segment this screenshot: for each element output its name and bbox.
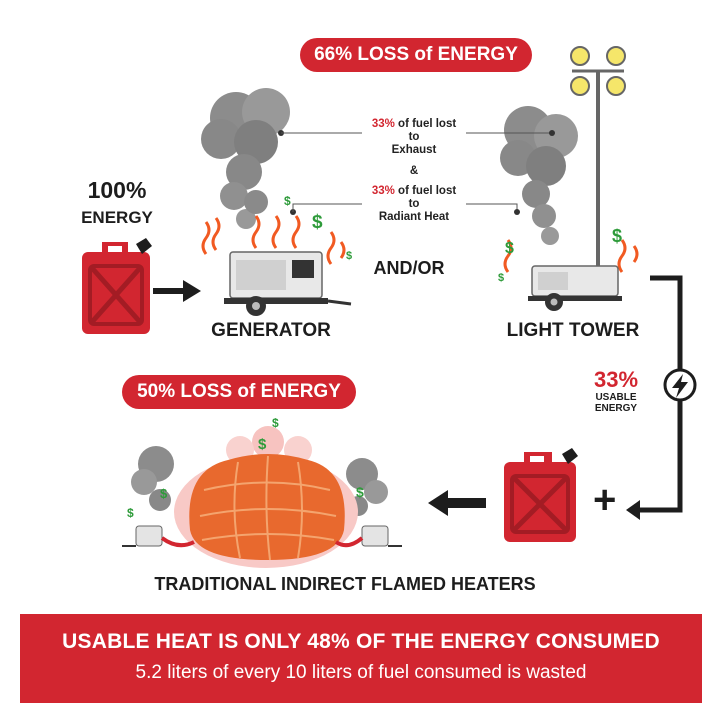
radiant-text: of fuel lost xyxy=(394,185,457,197)
heaters-label: TRADITIONAL INDIRECT FLAMED HEATERS xyxy=(154,574,536,594)
fuel-can-icon xyxy=(82,238,152,334)
top-loss-label: 66% LOSS of ENERGY xyxy=(314,44,518,65)
dollar-icon: $ xyxy=(272,416,279,430)
energy-percent: 100% xyxy=(87,177,147,203)
light-tower-label: LIGHT TOWER xyxy=(506,320,640,341)
arrow-right-icon xyxy=(153,280,201,302)
fuel-can-icon xyxy=(504,448,578,542)
radiant-percent: 33% xyxy=(371,185,395,197)
and-or-label: AND/OR xyxy=(373,258,445,278)
heater-loss-label: 50% LOSS of ENERGY xyxy=(137,381,341,402)
dollar-icon: $ xyxy=(312,212,323,233)
summary-banner: USABLE HEAT IS ONLY 48% OF THE ENERGY CO… xyxy=(20,614,702,703)
radiant-annotation: 33% of fuel lost to Radiant Heat xyxy=(362,185,466,224)
plus-icon: + xyxy=(593,478,617,522)
usable-line2: ENERGY xyxy=(594,403,638,414)
dollar-icon: $ xyxy=(127,506,134,520)
radiant-to: to xyxy=(408,198,420,210)
exhaust-text: of fuel lost xyxy=(394,118,457,130)
dollar-icon: $ xyxy=(612,226,623,246)
top-loss-badge: 66% LOSS of ENERGY xyxy=(300,38,532,72)
ampersand: & xyxy=(409,165,419,177)
energy-label: ENERGY xyxy=(81,208,153,227)
dollar-icon: $ xyxy=(346,250,353,262)
dollar-icon: $ xyxy=(160,486,168,501)
usable-line1: USABLE xyxy=(595,392,637,403)
heater-illustration xyxy=(122,426,402,568)
summary-headline: USABLE HEAT IS ONLY 48% OF THE ENERGY CO… xyxy=(62,630,660,653)
usable-percent: 33% xyxy=(593,367,639,392)
dollar-icon: $ xyxy=(258,436,267,453)
exhaust-annotation: 33% of fuel lost to Exhaust xyxy=(362,118,466,157)
radiant-target: Radiant Heat xyxy=(378,211,450,223)
generator-smoke-icon xyxy=(201,88,290,229)
dollar-icon: $ xyxy=(498,272,505,284)
heater-loss-badge: 50% LOSS of ENERGY xyxy=(122,375,356,409)
annotation-lines xyxy=(278,130,555,215)
summary-subline: 5.2 liters of every 10 liters of fuel co… xyxy=(135,662,587,683)
dollar-icon: $ xyxy=(505,240,514,257)
dollar-icon: $ xyxy=(356,484,364,500)
generator-icon xyxy=(201,215,352,316)
exhaust-to: to xyxy=(408,131,420,143)
arrow-left-icon xyxy=(428,490,486,516)
light-tower-icon xyxy=(500,46,639,311)
exhaust-percent: 33% xyxy=(371,118,395,130)
exhaust-target: Exhaust xyxy=(391,144,437,156)
generator-label: GENERATOR xyxy=(211,320,331,341)
dollar-icon: $ xyxy=(284,194,291,208)
flow-connector xyxy=(626,275,697,520)
